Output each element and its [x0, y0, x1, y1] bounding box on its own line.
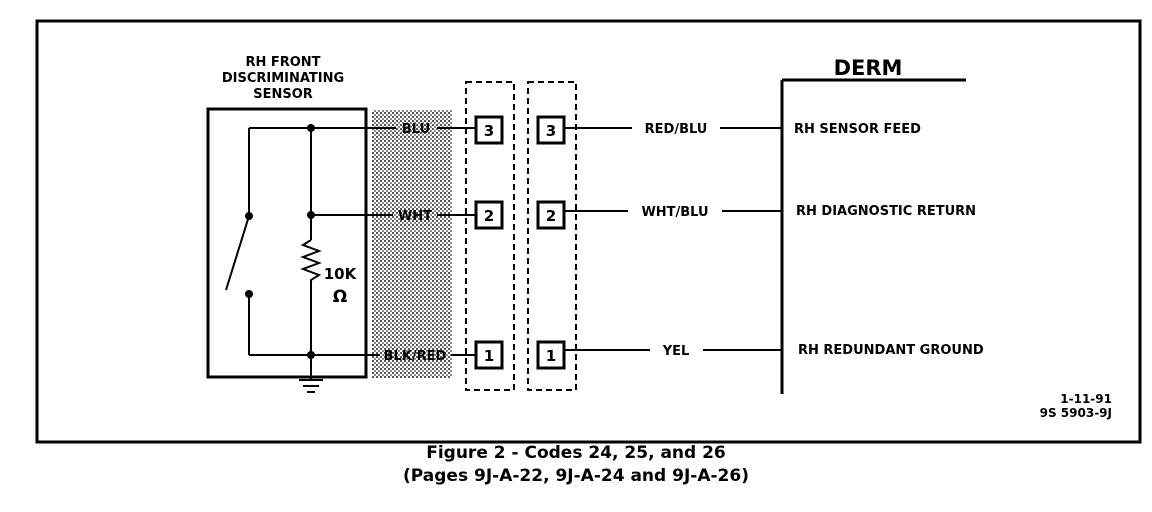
ground-symbol: [299, 355, 323, 393]
harness-shading: [372, 110, 452, 378]
sensor-box: [206, 107, 368, 379]
connector-b-pin-1-label: 1: [546, 347, 556, 365]
connector-b-pin-3-label: 3: [546, 122, 556, 140]
derm-terminal-redundant-ground: RH REDUNDANT GROUND: [798, 343, 984, 358]
sensor-title-line1: RH FRONT: [245, 55, 320, 70]
wire-label-wht-blu: WHT/BLU: [641, 205, 708, 220]
derm-terminal-diagnostic-return: RH DIAGNOSTIC RETURN: [796, 204, 976, 219]
figure-caption-pages: (Pages 9J-A-22, 9J-A-24 and 9J-A-26): [403, 466, 749, 486]
connector-b-pin-2: [536, 200, 566, 230]
resistor-symbol: [300, 239, 322, 285]
diagram-frame: [35, 19, 1142, 444]
wire-label-wht: WHT: [398, 209, 432, 224]
wire-label-yel: YEL: [662, 344, 690, 359]
derm-title: DERM: [834, 56, 903, 80]
stamp-date: 1-11-91: [1060, 392, 1112, 406]
sensor-circuit: [225, 124, 322, 359]
connector-b-pin-1: [536, 340, 566, 370]
wire-label-blk-red: BLK/RED: [384, 349, 447, 364]
connector-b-pin-3: [536, 115, 566, 145]
connector-a-pin-2-label: 2: [484, 207, 494, 225]
connector-a-pin-2: [474, 200, 504, 230]
connector-a-pin-1-label: 1: [484, 347, 494, 365]
wire-label-blu: BLU: [402, 122, 430, 137]
figure-caption-title: Figure 2 - Codes 24, 25, and 26: [426, 443, 726, 463]
connector-a-pin-1: [474, 340, 504, 370]
resistor-unit: Ω: [333, 287, 347, 307]
sensor-title-line3: SENSOR: [253, 87, 313, 102]
connector-b-pin-2-label: 2: [546, 207, 556, 225]
connector-a-pin-3-label: 3: [484, 122, 494, 140]
connector-a-outline: [465, 81, 515, 391]
connector-b-outline: [527, 81, 577, 391]
connector-a-pin-3: [474, 115, 504, 145]
stamp-code: 9S 5903-9J: [1040, 406, 1112, 420]
derm-terminal-sensor-feed: RH SENSOR FEED: [794, 122, 921, 137]
wire-label-red-blu: RED/BLU: [645, 122, 708, 137]
resistor-value: 10K: [324, 265, 358, 283]
sensor-title-line2: DISCRIMINATING: [222, 71, 344, 86]
switch-lever: [225, 215, 250, 291]
